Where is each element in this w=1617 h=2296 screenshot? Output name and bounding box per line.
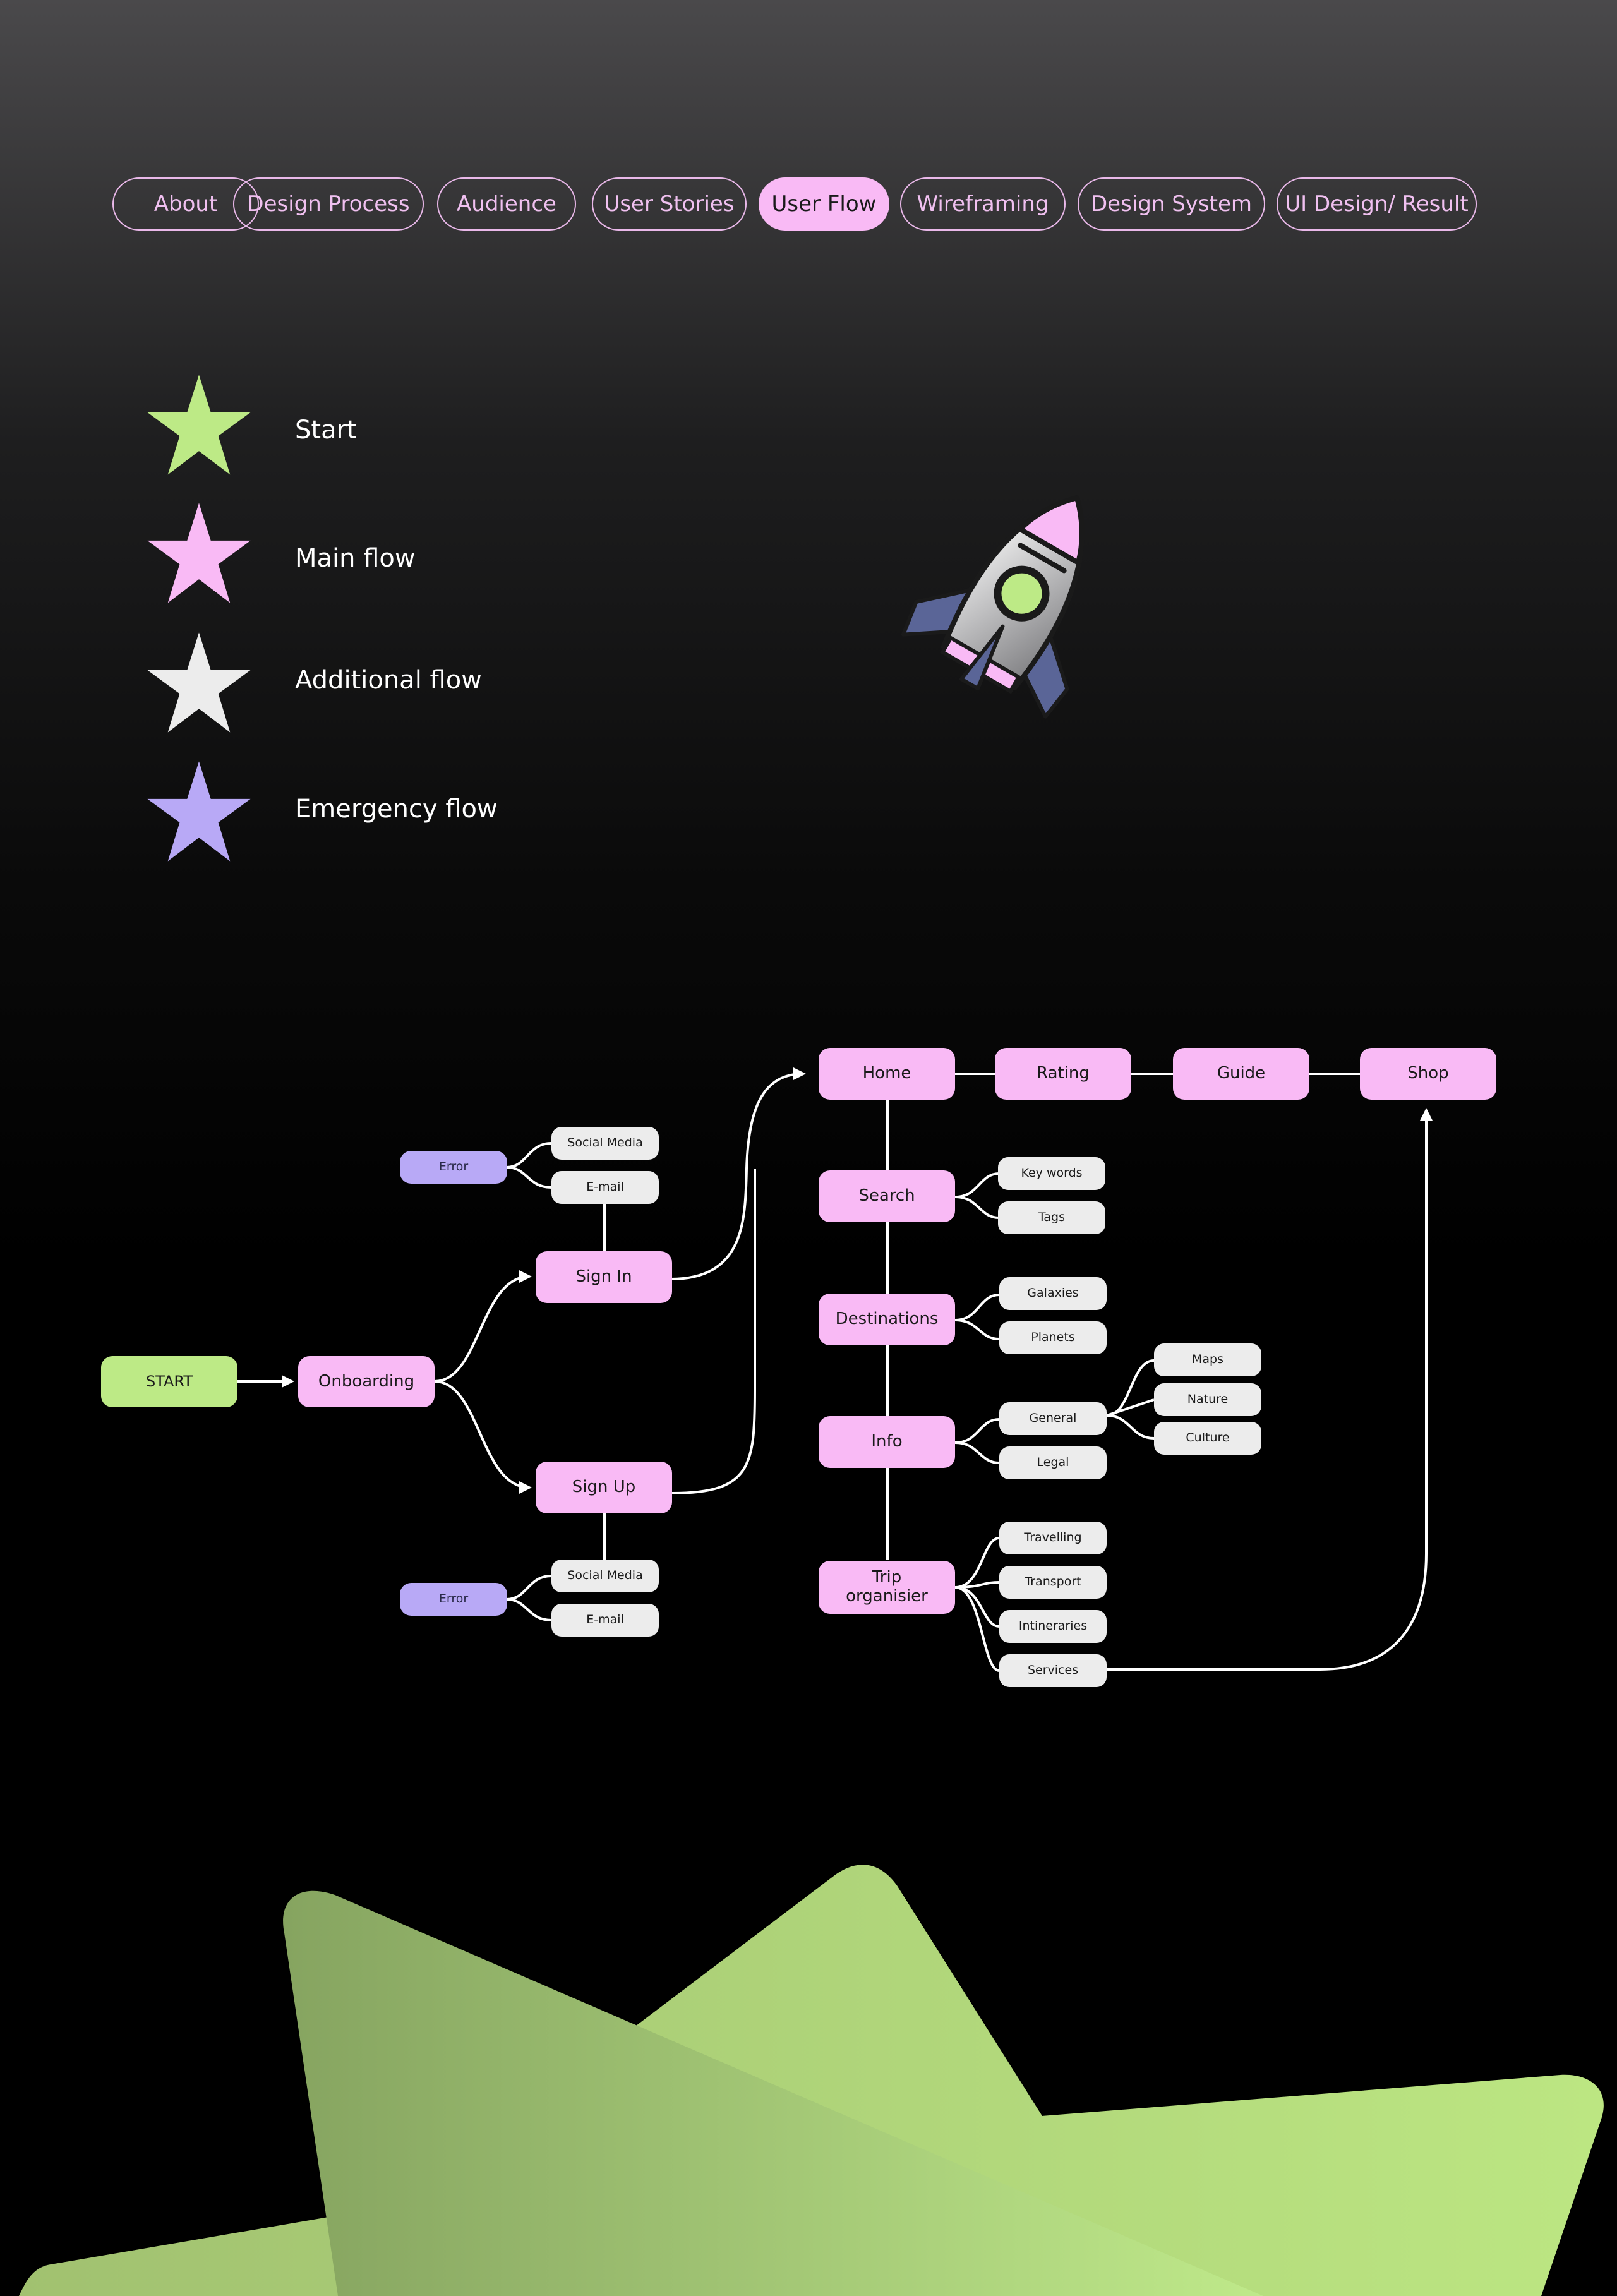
flow-node-sign-in-social-media[interactable]: Social Media bbox=[551, 1127, 659, 1160]
emergency-flow-star-icon bbox=[147, 761, 251, 862]
legend-label-start: Start bbox=[295, 416, 357, 445]
tab-ui-design-result[interactable]: UI Design/ Result bbox=[1277, 177, 1477, 231]
additional-flow-star-icon bbox=[147, 632, 251, 733]
main-flow-star-icon bbox=[147, 503, 251, 603]
flow-node-general[interactable]: General bbox=[999, 1402, 1107, 1435]
flow-node-sign-up-social-media[interactable]: Social Media bbox=[551, 1560, 659, 1592]
flow-node-services[interactable]: Services bbox=[999, 1654, 1107, 1687]
flow-node-travelling[interactable]: Travelling bbox=[999, 1522, 1107, 1554]
flow-node-sign-up-error[interactable]: Error bbox=[400, 1583, 507, 1616]
flow-node-sign-in-email[interactable]: E-mail bbox=[551, 1171, 659, 1204]
flow-node-start[interactable]: START bbox=[101, 1356, 237, 1407]
tab-user-flow[interactable]: User Flow bbox=[759, 177, 889, 231]
rocket-icon bbox=[901, 495, 1085, 762]
connector-error-signup bbox=[506, 1575, 552, 1601]
flow-node-home[interactable]: Home bbox=[819, 1048, 955, 1100]
tab-about[interactable]: About bbox=[112, 177, 259, 231]
connector-signup-home bbox=[671, 1169, 756, 1494]
flow-node-guide[interactable]: Guide bbox=[1173, 1048, 1309, 1100]
flow-node-transport[interactable]: Transport bbox=[999, 1566, 1107, 1599]
connector-signin-home bbox=[670, 1067, 806, 1280]
flow-node-key-words[interactable]: Key words bbox=[998, 1157, 1105, 1190]
connector-search-children bbox=[954, 1172, 1000, 1219]
tab-design-process[interactable]: Design Process bbox=[233, 177, 424, 231]
flow-connectors bbox=[237, 1067, 1433, 1672]
connector-info-children bbox=[954, 1418, 1000, 1464]
legend: Start Main flow Additional flow Emergenc… bbox=[0, 354, 568, 897]
tab-design-system[interactable]: Design System bbox=[1078, 177, 1265, 231]
legend-label-main-flow: Main flow bbox=[295, 544, 416, 573]
flow-node-destinations[interactable]: Destinations bbox=[819, 1294, 955, 1345]
connector-destinations-children bbox=[954, 1294, 1000, 1340]
tab-wireframing[interactable]: Wireframing bbox=[900, 177, 1066, 231]
flow-node-onboarding[interactable]: Onboarding bbox=[298, 1356, 435, 1407]
flow-node-intineraries[interactable]: Intineraries bbox=[999, 1610, 1107, 1643]
tab-user-stories[interactable]: User Stories bbox=[592, 177, 747, 231]
flow-node-rating[interactable]: Rating bbox=[995, 1048, 1131, 1100]
flow-node-info[interactable]: Info bbox=[819, 1416, 955, 1468]
flow-node-shop[interactable]: Shop bbox=[1360, 1048, 1496, 1100]
flow-node-planets[interactable]: Planets bbox=[999, 1321, 1107, 1354]
start-star-icon bbox=[147, 375, 251, 475]
flow-node-sign-in-error[interactable]: Error bbox=[400, 1151, 507, 1184]
connector-onboarding-signin bbox=[434, 1270, 532, 1383]
connector-services-shop bbox=[1107, 1108, 1433, 1671]
connector-error-signin-2 bbox=[506, 1166, 552, 1189]
legend-label-emergency-flow: Emergency flow bbox=[295, 795, 498, 824]
connector-general-children bbox=[1106, 1359, 1155, 1440]
decorative-stars bbox=[19, 1865, 1604, 2296]
flow-node-maps[interactable]: Maps bbox=[1154, 1343, 1261, 1376]
flow-node-sign-up-email[interactable]: E-mail bbox=[551, 1604, 659, 1637]
connector-error-signin bbox=[506, 1142, 552, 1169]
connector-error-signup-2 bbox=[506, 1598, 552, 1621]
legend-label-additional-flow: Additional flow bbox=[295, 666, 482, 695]
flow-node-tags[interactable]: Tags bbox=[998, 1201, 1105, 1234]
tab-audience[interactable]: Audience bbox=[437, 177, 576, 231]
flow-node-sign-up[interactable]: Sign Up bbox=[536, 1462, 672, 1513]
flow-node-culture[interactable]: Culture bbox=[1154, 1422, 1261, 1455]
flow-node-sign-in[interactable]: Sign In bbox=[536, 1251, 672, 1303]
flow-node-trip-organisier[interactable]: Trip organisier bbox=[819, 1561, 955, 1614]
flow-node-nature[interactable]: Nature bbox=[1154, 1383, 1261, 1416]
connector-onboarding-signup bbox=[434, 1380, 532, 1494]
decorative-star-front bbox=[283, 1890, 1264, 2296]
user-flow-diagram: START Onboarding Sign In Sign Up Error S… bbox=[0, 1011, 1617, 1718]
flow-node-galaxies[interactable]: Galaxies bbox=[999, 1277, 1107, 1310]
connector-trip-children bbox=[954, 1537, 1000, 1672]
flow-node-legal[interactable]: Legal bbox=[999, 1446, 1107, 1479]
flow-node-search[interactable]: Search bbox=[819, 1170, 955, 1222]
section-nav: About Design Process Audience User Stori… bbox=[0, 0, 1617, 253]
